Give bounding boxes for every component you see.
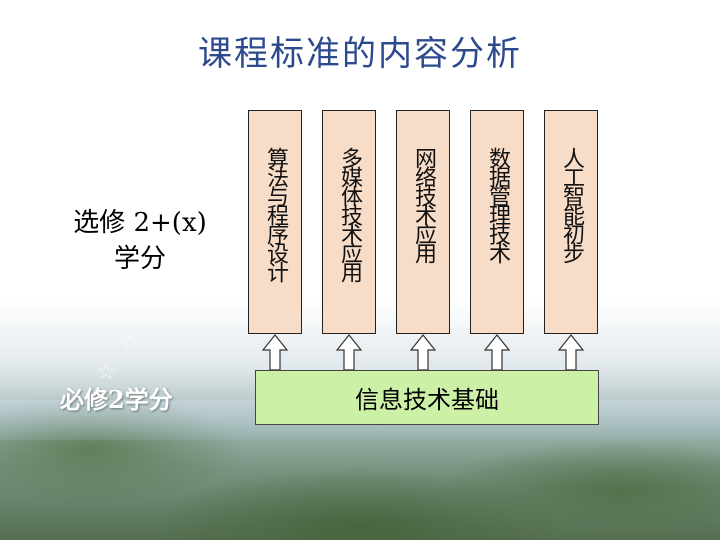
up-arrow-icon bbox=[263, 335, 287, 370]
up-arrow-icon bbox=[337, 335, 361, 370]
foundation-module: 信息技术基础 bbox=[255, 370, 599, 425]
up-arrow-icon bbox=[411, 335, 435, 370]
up-arrow-icon bbox=[559, 335, 583, 370]
up-arrow-icon bbox=[485, 335, 509, 370]
